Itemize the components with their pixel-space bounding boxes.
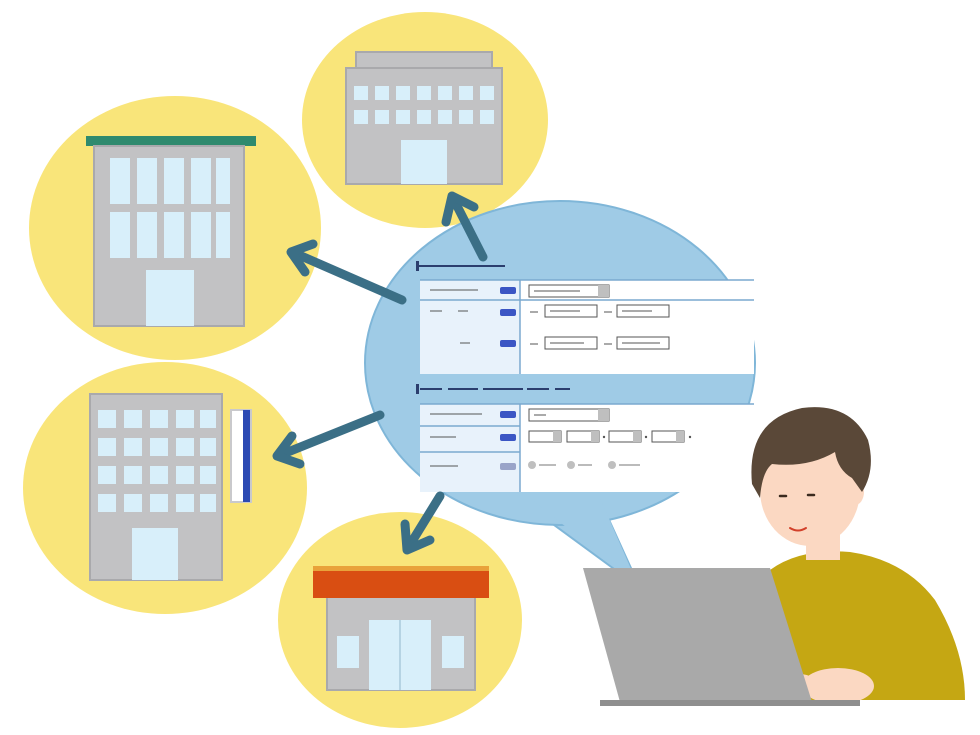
arrow-icon [286,239,407,305]
office-building-icon [345,51,503,185]
arrow-icon [272,410,385,469]
tower-building-icon [86,136,256,327]
laptop-icon [583,568,860,706]
arrow-icon [400,491,445,555]
arrow-icon [441,191,488,262]
arrows [272,191,488,555]
storefront-icon [313,566,489,691]
building-with-sign-icon [89,393,252,581]
person-icon [751,407,965,704]
form-mockup [416,261,754,492]
